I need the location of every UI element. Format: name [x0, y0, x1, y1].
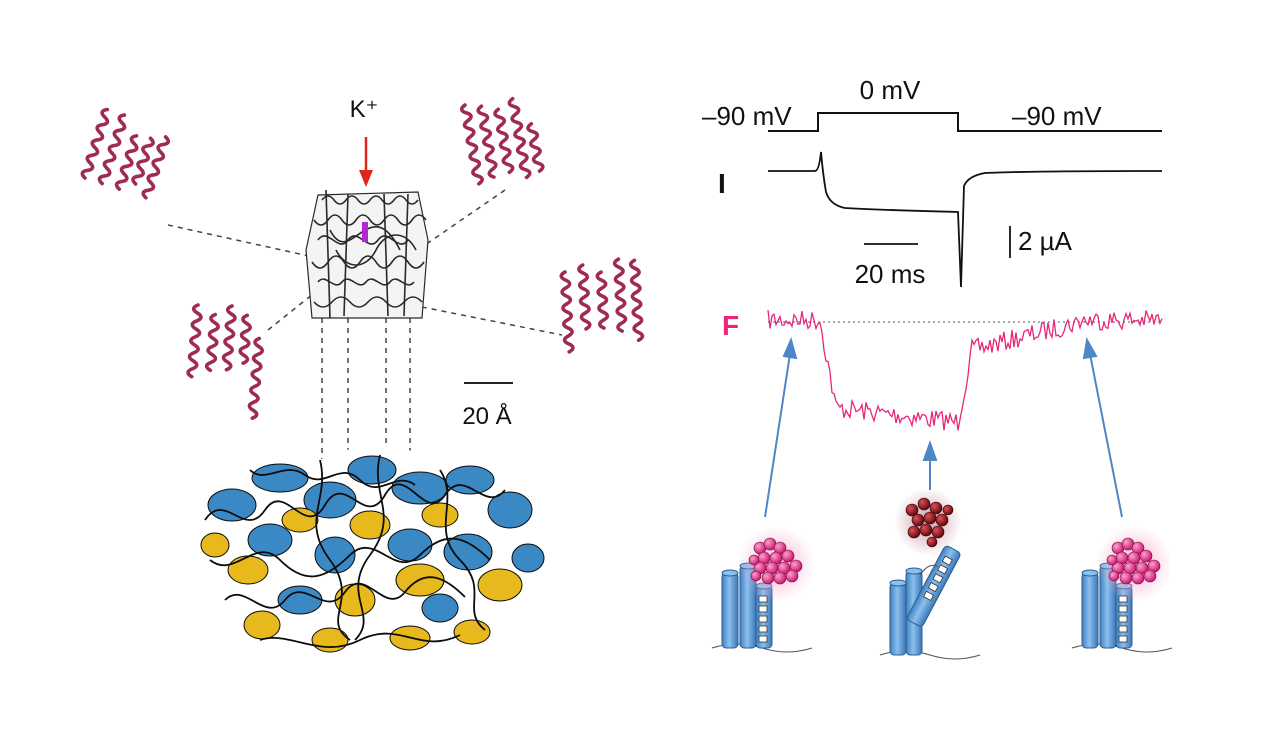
voltage-protocol-trace	[768, 112, 1162, 132]
potassium-channel-icon	[305, 189, 429, 319]
blue-arrow-icon	[1082, 337, 1123, 518]
selectivity-filter	[362, 222, 368, 242]
alpha-helix-icon	[186, 303, 265, 420]
structure-scale-label: 20 Å	[462, 402, 511, 430]
fluorescence-trace	[767, 309, 1163, 431]
red-arrow-icon	[359, 137, 373, 187]
voltage-hold-right-label: –90 mV	[1012, 101, 1102, 131]
time-scale-label: 20 ms	[855, 259, 926, 289]
blue-arrow-icon	[764, 337, 798, 518]
fluorophore-icon	[1096, 526, 1172, 602]
fluorescence-label: F	[722, 310, 739, 341]
current-scale-label: 2 µA	[1018, 226, 1073, 256]
recording-panel: –90 mV 0 mV –90 mV I 20 ms 2 µA F	[702, 75, 1173, 660]
fluorophore-icon	[894, 488, 962, 556]
current-trace	[768, 151, 1163, 288]
current-label: I	[718, 168, 726, 199]
voltage-step-label: 0 mV	[860, 75, 921, 105]
ion-label: K⁺	[350, 96, 379, 123]
fluorophore-icon	[738, 526, 814, 602]
alpha-helix-icon	[459, 96, 545, 186]
voltage-hold-left-label: –90 mV	[702, 101, 792, 131]
alpha-helix-icon	[559, 257, 645, 354]
protein-complex-icon	[198, 447, 549, 656]
blue-arrow-icon	[922, 439, 938, 490]
alpha-helix-icon	[80, 107, 171, 200]
structure-panel: K⁺	[80, 96, 645, 656]
voltage-sensor-cylinder-icon	[879, 545, 981, 660]
